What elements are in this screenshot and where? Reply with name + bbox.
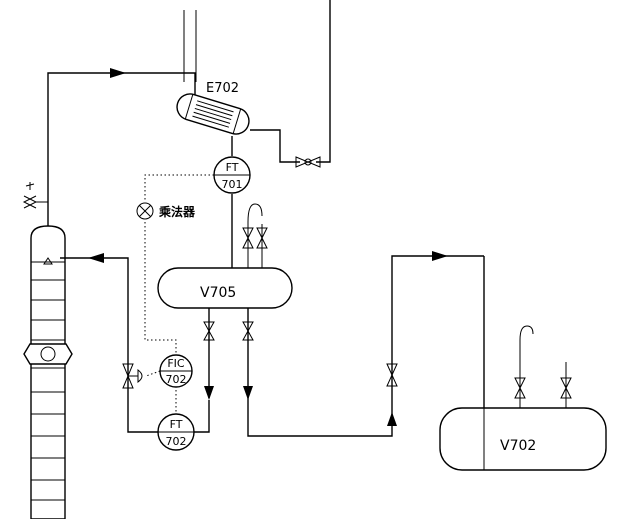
multiplier-label: 乘法器: [158, 204, 196, 219]
v705-vent-valve-2[interactable]: [256, 227, 268, 249]
signal-lines: [144, 174, 214, 414]
v705-outlet-valve-1[interactable]: [203, 321, 215, 341]
reflux-control-valve[interactable]: [122, 363, 143, 389]
ft702-tag-top: FT: [170, 418, 183, 431]
v702-label: V702: [500, 438, 536, 454]
cooling-water-valve[interactable]: [295, 156, 321, 168]
v702-vent-valve-2[interactable]: [560, 377, 572, 399]
ft701-instrument: FT 701: [213, 156, 251, 194]
v705-label: V705: [200, 285, 236, 301]
distillate-valve[interactable]: [386, 363, 398, 387]
fic702-tag-top: FIC: [167, 357, 185, 370]
fic702-instrument: FIC 702: [159, 354, 193, 388]
distillation-column: [23, 225, 73, 519]
v702-vent-valve-1[interactable]: [514, 377, 526, 399]
multiplier: 乘法器: [136, 202, 196, 220]
reflux-line: [60, 253, 210, 433]
overhead-vapor-line: [47, 68, 196, 226]
condenser-e702: E702: [176, 10, 250, 135]
reflux-drum-v705: V705: [157, 203, 293, 309]
ft702-instrument: FT 702: [157, 413, 195, 451]
ft701-tag-bottom: 701: [222, 178, 243, 191]
v705-outlet-valve-2[interactable]: [242, 321, 254, 341]
storage-tank-v702: V702: [439, 325, 607, 471]
cooling-water-line: [250, 0, 331, 168]
e702-label: E702: [206, 81, 239, 96]
ft702-tag-bottom: 702: [166, 435, 187, 448]
safety-valve: [22, 182, 48, 209]
v705-vent-valve-1[interactable]: [242, 227, 254, 249]
ft701-tag-top: FT: [226, 161, 239, 174]
fic702-tag-bottom: 702: [166, 373, 187, 386]
v705-outlets: [203, 251, 485, 437]
